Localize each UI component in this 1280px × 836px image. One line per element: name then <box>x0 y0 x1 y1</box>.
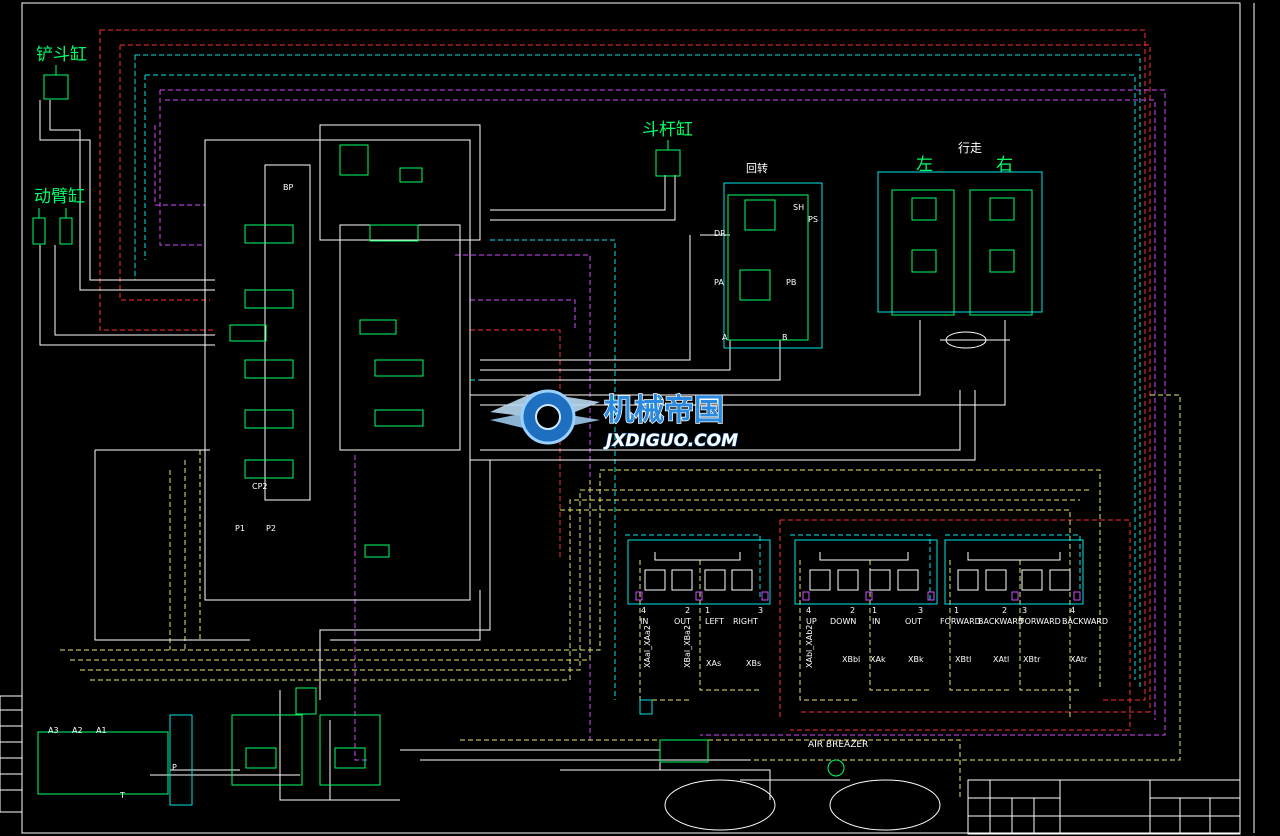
air-breather-label: AIR BREAZER <box>808 740 868 750</box>
pv-signal: XAal_XAa2 <box>643 625 652 668</box>
pv-port: 2 <box>850 606 855 615</box>
port-a1: A1 <box>96 726 107 735</box>
pv-signal: XBal_XBa2 <box>683 625 692 668</box>
bucket-cylinder-label: 铲斗缸 <box>36 44 87 65</box>
drawing-frame <box>0 2 1255 834</box>
pv-label: OUT <box>674 617 691 626</box>
pv-port: 1 <box>954 606 959 615</box>
arm-cylinder-label: 斗杆缸 <box>642 119 693 140</box>
travel-label: 行走 <box>958 141 982 155</box>
watermark-domain: JXDIGUO.COM <box>603 431 738 451</box>
port-bp: BP <box>283 183 293 192</box>
pv-port: 4 <box>1070 606 1075 615</box>
port-p1: P1 <box>235 524 245 533</box>
travel-left-label: 左 <box>916 155 933 175</box>
pv-port: 2 <box>1002 606 1007 615</box>
port-dr: DR <box>714 229 726 238</box>
pilot-lines-red <box>99 29 1151 731</box>
pilot-valve-boxes <box>169 171 1084 806</box>
pv-port: 4 <box>641 606 646 615</box>
pv-label: RIGHT <box>733 617 758 626</box>
pv-signal: XAbl_XAb2 <box>805 625 814 668</box>
pv-label: IN <box>640 617 648 626</box>
pv-signal: XAtr <box>1070 655 1088 664</box>
pilot-valve-travel-group: 1 2 3 4 FORWARD BACKWARD FORWARD BACKWAR… <box>940 606 1108 664</box>
pv-signal: XAs <box>706 659 721 668</box>
pv-label: FORWARD <box>1020 617 1061 626</box>
port-sh: SH <box>793 203 804 212</box>
pv-port: 3 <box>918 606 923 615</box>
pv-port: 4 <box>806 606 811 615</box>
port-ps: PS <box>808 215 818 224</box>
pilot-lines-yellow <box>60 394 1181 800</box>
port-a: A <box>722 333 728 342</box>
pv-label: UP <box>806 617 817 626</box>
pilot-valve-internals <box>644 552 1071 591</box>
port-p2: P2 <box>266 524 276 533</box>
main-lines-white <box>39 100 1010 831</box>
port-cp2: CP2 <box>252 482 268 491</box>
port-a3: A3 <box>48 726 59 735</box>
component-symbols-green <box>32 65 1033 795</box>
pv-label: FORWARD <box>940 617 981 626</box>
pv-signal: XBs <box>746 659 761 668</box>
pv-port: 1 <box>872 606 877 615</box>
boom-cylinder-label: 动臂缸 <box>34 186 85 207</box>
pv-port: 3 <box>758 606 763 615</box>
pilot-valve-markers <box>635 591 1081 601</box>
pv-label: LEFT <box>705 617 724 626</box>
port-pa: PA <box>714 278 724 287</box>
pv-signal: XAk <box>870 655 886 664</box>
pilot-lines-cyan <box>134 54 1141 700</box>
pv-label: BACKWARD <box>978 617 1024 626</box>
pv-signal: XBtr <box>1023 655 1041 664</box>
port-labels: P1 P2 A B PA PB PS DR SH A3 A2 A1 T P CP… <box>48 183 818 800</box>
pv-port: 1 <box>705 606 710 615</box>
travel-right-label: 右 <box>996 155 1013 175</box>
port-pb: PB <box>786 278 796 287</box>
port-b: B <box>782 333 788 342</box>
watermark-logo: 机械帝国 JXDIGUO.COM <box>490 389 739 452</box>
pilot-valve-left-group: 4 2 1 3 IN OUT LEFT RIGHT XAal_XAa2 XBal… <box>640 606 763 668</box>
pilot-valve-right-group: 4 2 1 3 UP DOWN IN OUT XAbl_XAb2 XBbl XA… <box>805 606 924 668</box>
port-a2: A2 <box>72 726 83 735</box>
title-block <box>967 779 1241 835</box>
swing-label: 回转 <box>746 161 768 175</box>
watermark-title: 机械帝国 <box>604 393 724 428</box>
pv-label: BACKWARD <box>1062 617 1108 626</box>
pv-signal: XBk <box>908 655 924 664</box>
port-p: P <box>172 763 177 772</box>
pv-label: OUT <box>905 617 922 626</box>
pv-port: 2 <box>685 606 690 615</box>
port-t: T <box>119 791 125 800</box>
pv-port: 3 <box>1022 606 1027 615</box>
pv-signal: XBbl <box>842 655 860 664</box>
pv-signal: XBtl <box>955 655 971 664</box>
pv-label: IN <box>872 617 880 626</box>
pv-label: DOWN <box>830 617 856 626</box>
pv-signal: XAtl <box>993 655 1009 664</box>
